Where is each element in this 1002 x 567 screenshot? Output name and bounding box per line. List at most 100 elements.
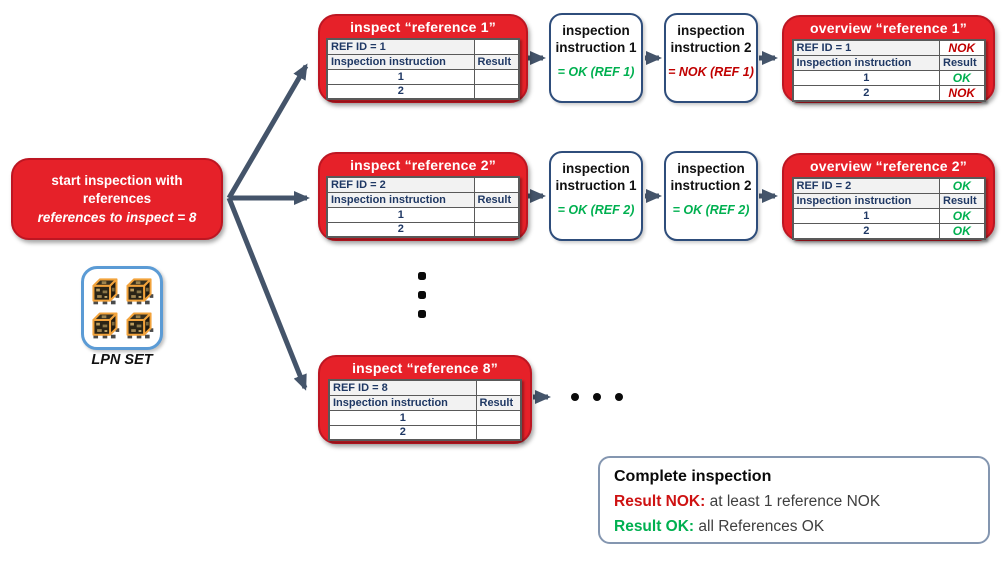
overview-reference-1-box: overview “reference 1” REF ID = 1 NOK In… [782, 15, 995, 103]
result-ok-line: Result OK: all References OK [614, 514, 974, 539]
header-cell: Result [939, 193, 985, 209]
ref-id-cell: REF ID = 2 [326, 176, 475, 193]
result-nok-text: at least 1 reference NOK [705, 493, 881, 510]
result-nok-line: Result NOK: at least 1 reference NOK [614, 489, 974, 514]
header-cell: Result [473, 191, 520, 208]
result-ok-text: all References OK [694, 518, 825, 535]
table-row: REF ID = 1 [326, 38, 520, 55]
inspect-table-1: REF ID = 1 Inspection instruction Result… [326, 38, 520, 100]
inspect-box-title: inspect “reference 2” [350, 157, 496, 173]
instruction-number-cell: 2 [792, 85, 940, 102]
instruction-number-cell: 1 [792, 208, 940, 224]
instruction-title: inspection [562, 161, 630, 176]
instruction-result: = OK (REF 1) [557, 65, 635, 79]
table-row: 2 NOK [792, 85, 985, 102]
instruction-number-cell: 2 [326, 83, 475, 100]
overview-box-title: overview “reference 2” [810, 158, 967, 174]
header-cell: Inspection instruction [326, 53, 475, 70]
table-row: REF ID = 8 [328, 379, 522, 396]
ref-id-cell: REF ID = 1 [792, 39, 940, 56]
start-inspection-box: start inspection with references referen… [11, 158, 223, 240]
table-row: Inspection instruction Result [792, 193, 985, 209]
instruction-result: = NOK (REF 1) [668, 65, 754, 79]
table-row: 1 OK [792, 70, 985, 86]
table-row: Inspection instruction Result [328, 394, 522, 411]
result-cell [475, 379, 522, 396]
ellipsis-dot [418, 291, 426, 299]
table-row: REF ID = 1 NOK [792, 39, 985, 56]
instruction-number-cell: 1 [326, 206, 475, 223]
table-row: Inspection instruction Result [326, 191, 520, 208]
result-cell [473, 176, 520, 193]
table-row: 1 [328, 409, 522, 426]
result-cell [473, 206, 520, 223]
instruction-title: inspection [677, 23, 745, 38]
result-ok-label: Result OK: [614, 518, 695, 535]
start-box-title: start inspection with references [51, 173, 183, 206]
ellipsis-dot [615, 393, 623, 401]
instruction-box-2-2: inspection instruction 2 = OK (REF 2) [664, 151, 758, 241]
table-row: REF ID = 2 OK [792, 177, 985, 194]
instruction-box-2-1: inspection instruction 1 = OK (REF 2) [549, 151, 643, 241]
instruction-box-1-2: inspection instruction 2 = NOK (REF 1) [664, 13, 758, 103]
ellipsis-dot [418, 310, 426, 318]
result-cell [473, 38, 520, 55]
crate-set-icon [92, 278, 155, 340]
table-row: 2 OK [792, 223, 985, 240]
ref-id-cell: REF ID = 1 [326, 38, 475, 55]
table-row: 1 [326, 206, 520, 223]
inspect-box-title: inspect “reference 8” [352, 360, 498, 376]
header-cell: Result [475, 394, 522, 411]
table-row: Inspection instruction Result [792, 55, 985, 71]
instruction-title: inspection [562, 23, 630, 38]
table-row: 2 [328, 424, 522, 441]
ellipsis-dot [418, 272, 426, 280]
overview-table-1: REF ID = 1 NOK Inspection instruction Re… [791, 39, 986, 102]
overview-table-2: REF ID = 2 OK Inspection instruction Res… [791, 177, 986, 240]
horizontal-ellipsis [571, 393, 623, 401]
result-cell [473, 221, 520, 238]
table-row: Inspection instruction Result [326, 53, 520, 70]
start-box-subtitle: references to inspect = 8 [37, 210, 197, 225]
instruction-number-cell: 2 [792, 223, 940, 240]
result-cell [473, 83, 520, 100]
overview-box-title: overview “reference 1” [810, 20, 967, 36]
ellipsis-dot [571, 393, 579, 401]
inspect-box-title: inspect “reference 1” [350, 19, 496, 35]
header-cell: Inspection instruction [326, 191, 475, 208]
vertical-ellipsis [418, 272, 426, 318]
lpn-set-label: LPN SET [91, 352, 153, 368]
instruction-title: inspection [677, 161, 745, 176]
header-cell: Result [939, 55, 985, 71]
result-cell [475, 424, 522, 441]
result-cell: NOK [939, 85, 985, 102]
instruction-title: instruction 1 [555, 178, 637, 193]
inspect-table-2: REF ID = 2 Inspection instruction Result… [326, 176, 520, 238]
result-cell: OK [939, 223, 985, 240]
header-cell: Inspection instruction [792, 55, 940, 71]
lpn-set-icon [81, 266, 163, 350]
header-cell: Result [473, 53, 520, 70]
ref-id-cell: REF ID = 2 [792, 177, 940, 194]
ref-id-cell: REF ID = 8 [328, 379, 477, 396]
inspect-reference-1-box: inspect “reference 1” REF ID = 1 Inspect… [318, 14, 528, 103]
inspect-reference-2-box: inspect “reference 2” REF ID = 2 Inspect… [318, 152, 528, 241]
inspect-table-8: REF ID = 8 Inspection instruction Result… [328, 379, 522, 441]
instruction-number-cell: 1 [326, 68, 475, 85]
ellipsis-dot [593, 393, 601, 401]
table-row: 2 [326, 221, 520, 238]
result-cell: NOK [939, 39, 985, 56]
result-cell [475, 409, 522, 426]
table-row: 1 [326, 68, 520, 85]
header-cell: Inspection instruction [328, 394, 477, 411]
overview-reference-2-box: overview “reference 2” REF ID = 2 OK Ins… [782, 153, 995, 241]
instruction-result: = OK (REF 2) [557, 203, 635, 217]
instruction-box-1-1: inspection instruction 1 = OK (REF 1) [549, 13, 643, 103]
inspect-reference-8-box: inspect “reference 8” REF ID = 8 Inspect… [318, 355, 532, 444]
complete-inspection-title: Complete inspection [614, 468, 772, 485]
table-row: REF ID = 2 [326, 176, 520, 193]
result-cell: OK [939, 177, 985, 194]
table-row: 2 [326, 83, 520, 100]
